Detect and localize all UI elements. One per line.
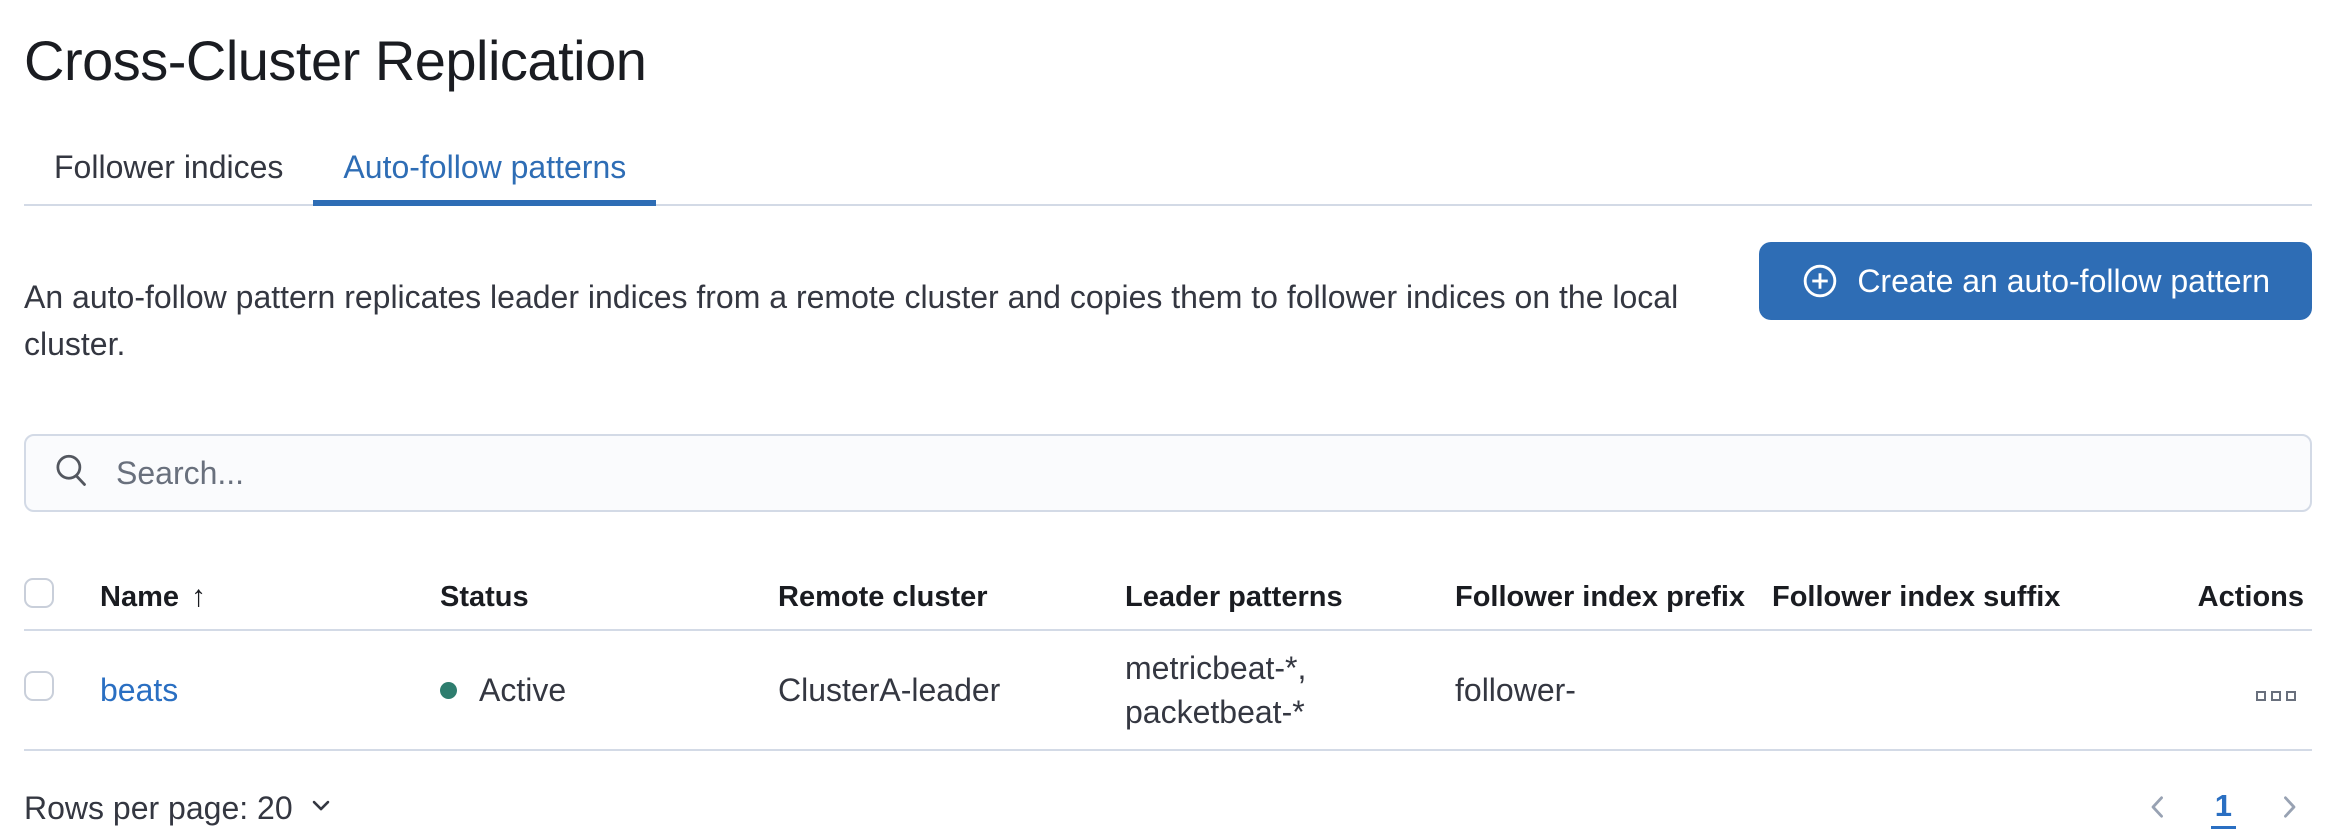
actions-cell	[2190, 672, 2312, 709]
page-number-1[interactable]: 1	[2210, 788, 2236, 829]
select-all-cell	[24, 578, 100, 616]
pagination-bar: Rows per page: 20 1	[24, 777, 2312, 839]
follower-index-prefix-cell: follower-	[1455, 671, 1576, 708]
chevron-down-icon	[307, 790, 335, 827]
column-header-status: Status	[440, 580, 529, 613]
status-label: Active	[479, 671, 567, 708]
plus-in-circle-icon	[1801, 262, 1839, 300]
leader-patterns-cell: metricbeat-*, packetbeat-*	[1125, 650, 1307, 730]
next-page-button[interactable]	[2266, 784, 2312, 833]
page-title: Cross-Cluster Replication	[24, 29, 647, 92]
create-button-label: Create an auto-follow pattern	[1857, 262, 2270, 299]
search-icon	[52, 451, 92, 496]
column-header-actions: Actions	[2197, 580, 2304, 613]
tab-bar: Follower indices Auto-follow patterns	[24, 130, 2312, 206]
search-input[interactable]	[114, 453, 2284, 493]
column-header-name: Name ↑	[100, 580, 440, 614]
pattern-name-link[interactable]: beats	[100, 671, 179, 708]
boxes-horizontal-icon	[2256, 690, 2296, 701]
status-active-dot-icon	[440, 681, 457, 699]
column-header-leader-patterns: Leader patterns	[1125, 580, 1343, 613]
auto-follow-patterns-table: Name ↑ Status Remote cluster Leader patt…	[24, 565, 2312, 751]
name-cell: beats	[100, 672, 440, 709]
table-row: beats Active ClusterA-leader metricbeat-…	[24, 631, 2312, 751]
row-select-cell	[24, 671, 100, 709]
tab-follower-indices[interactable]: Follower indices	[24, 130, 313, 204]
rows-per-page-button[interactable]: Rows per page: 20	[24, 790, 335, 827]
rows-per-page-label: Rows per page: 20	[24, 789, 293, 826]
section-header: An auto-follow pattern replicates leader…	[24, 242, 2312, 400]
sort-by-name-button[interactable]: Name ↑	[100, 580, 206, 614]
pager: 1	[2135, 784, 2312, 833]
table-header-row: Name ↑ Status Remote cluster Leader patt…	[24, 565, 2312, 631]
row-actions-button[interactable]	[2248, 683, 2304, 709]
tab-auto-follow-patterns[interactable]: Auto-follow patterns	[313, 130, 657, 206]
cross-cluster-replication-page: Cross-Cluster Replication Follower indic…	[0, 26, 2336, 839]
row-checkbox[interactable]	[24, 671, 54, 701]
remote-cluster-cell: ClusterA-leader	[778, 671, 1001, 708]
chevron-right-icon	[2272, 790, 2306, 827]
search-bar	[24, 434, 2312, 512]
column-header-follower-index-prefix: Follower index prefix	[1455, 580, 1746, 613]
previous-page-button[interactable]	[2135, 784, 2181, 833]
create-auto-follow-pattern-button[interactable]: Create an auto-follow pattern	[1759, 242, 2312, 320]
chevron-left-icon	[2141, 790, 2175, 827]
column-header-remote-cluster: Remote cluster	[778, 580, 988, 613]
status-cell: Active	[440, 672, 778, 709]
section-description: An auto-follow pattern replicates leader…	[24, 279, 1679, 362]
sort-ascending-icon: ↑	[191, 580, 206, 613]
select-all-checkbox[interactable]	[24, 578, 54, 608]
column-header-name-label: Name	[100, 580, 179, 613]
column-header-follower-index-suffix: Follower index suffix	[1772, 580, 2061, 613]
